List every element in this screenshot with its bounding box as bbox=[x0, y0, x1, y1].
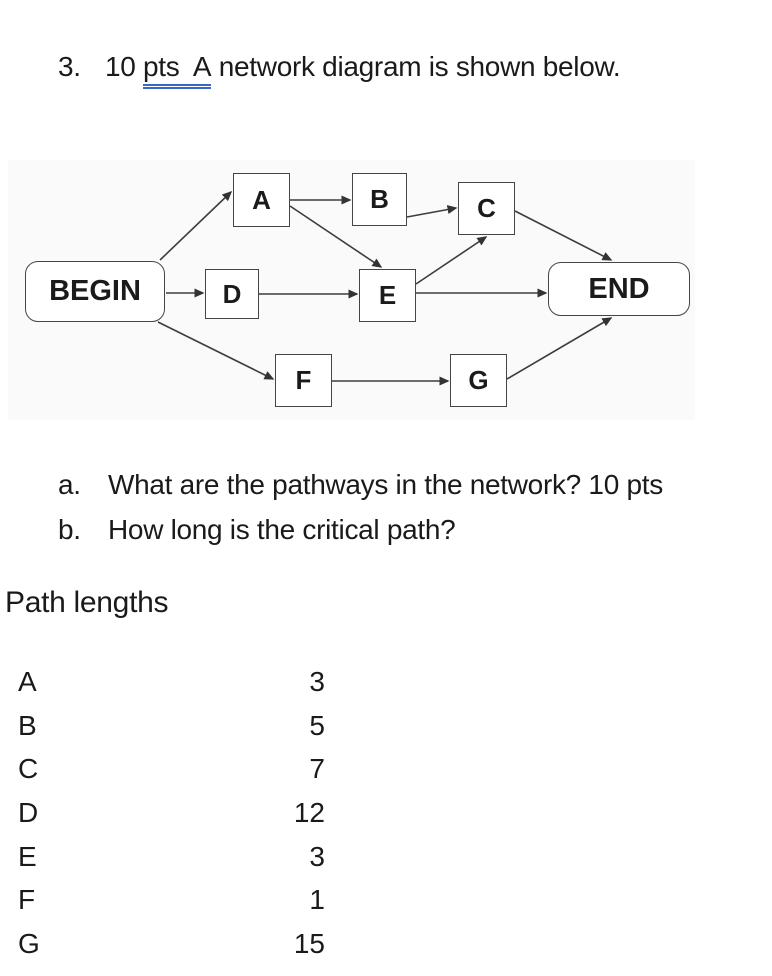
path-lengths-title: Path lengths bbox=[5, 586, 169, 619]
table-row: G 15 bbox=[18, 922, 325, 966]
row-name: C bbox=[18, 753, 39, 785]
node-g-label: G bbox=[468, 365, 489, 395]
edge-begin-to-a bbox=[159, 190, 233, 261]
node-f: F bbox=[275, 354, 332, 407]
node-d-label: D bbox=[222, 278, 242, 309]
table-row: D 12 bbox=[18, 791, 325, 835]
question-a: a. What are the pathways in the network?… bbox=[58, 462, 663, 507]
question-b: b. How long is the critical path? bbox=[58, 507, 663, 552]
node-a-label: A bbox=[252, 184, 271, 215]
node-begin-label: BEGIN bbox=[49, 275, 141, 307]
heading-text-post: network diagram is shown below. bbox=[211, 51, 621, 82]
row-value: 1 bbox=[309, 884, 325, 916]
node-b: B bbox=[352, 173, 407, 226]
node-begin: BEGIN bbox=[25, 261, 165, 322]
table-row: E 3 bbox=[18, 835, 325, 879]
row-value: 5 bbox=[309, 709, 325, 741]
table-row: B 5 bbox=[18, 704, 325, 748]
node-c: C bbox=[458, 182, 515, 235]
row-value: 3 bbox=[309, 665, 325, 697]
row-name: D bbox=[18, 796, 39, 828]
row-value: 12 bbox=[293, 796, 325, 828]
question-heading: 3. 10 pts A network diagram is shown belo… bbox=[58, 51, 621, 89]
row-value: 7 bbox=[309, 753, 325, 785]
row-name: A bbox=[18, 665, 37, 697]
row-name: E bbox=[18, 840, 37, 872]
edge-a-to-e bbox=[289, 205, 383, 268]
row-name: G bbox=[18, 927, 40, 959]
heading-text-pre: 10 bbox=[105, 51, 144, 82]
node-e: E bbox=[359, 269, 416, 322]
edge-e-to-c bbox=[415, 236, 488, 285]
node-end-label: END bbox=[588, 272, 650, 305]
question-a-marker: a. bbox=[58, 468, 81, 500]
node-g: G bbox=[450, 354, 507, 407]
node-b-label: B bbox=[370, 184, 389, 214]
question-b-text: How long is the critical path? bbox=[108, 513, 456, 545]
table-row: F 1 bbox=[18, 878, 325, 922]
path-lengths-table: A 3 B 5 C 7 D 12 E 3 F 1 G 15 bbox=[18, 660, 325, 966]
heading-text-underlined: pts A bbox=[143, 51, 212, 89]
node-end: END bbox=[548, 262, 690, 316]
node-c-label: C bbox=[477, 193, 496, 223]
edge-c-to-end bbox=[514, 210, 613, 261]
edge-begin-to-f bbox=[157, 321, 275, 380]
row-name: B bbox=[18, 709, 37, 741]
question-number: 3. bbox=[58, 51, 81, 82]
edge-b-to-c bbox=[406, 205, 458, 218]
node-e-label: E bbox=[378, 280, 397, 310]
diagram-edges bbox=[157, 190, 613, 386]
row-value: 15 bbox=[293, 927, 325, 959]
edge-g-to-end bbox=[506, 317, 613, 380]
row-name: F bbox=[18, 884, 36, 916]
network-diagram: BEGIN A B C D E F G END bbox=[8, 160, 695, 420]
row-value: 3 bbox=[309, 840, 325, 872]
node-d: D bbox=[205, 269, 259, 319]
node-a: A bbox=[233, 173, 290, 227]
table-row: C 7 bbox=[18, 747, 325, 791]
table-row: A 3 bbox=[18, 660, 325, 704]
question-a-text: What are the pathways in the network? 10… bbox=[108, 468, 663, 500]
sub-questions: a. What are the pathways in the network?… bbox=[58, 462, 663, 552]
question-b-marker: b. bbox=[58, 513, 81, 545]
node-f-label: F bbox=[295, 365, 312, 395]
